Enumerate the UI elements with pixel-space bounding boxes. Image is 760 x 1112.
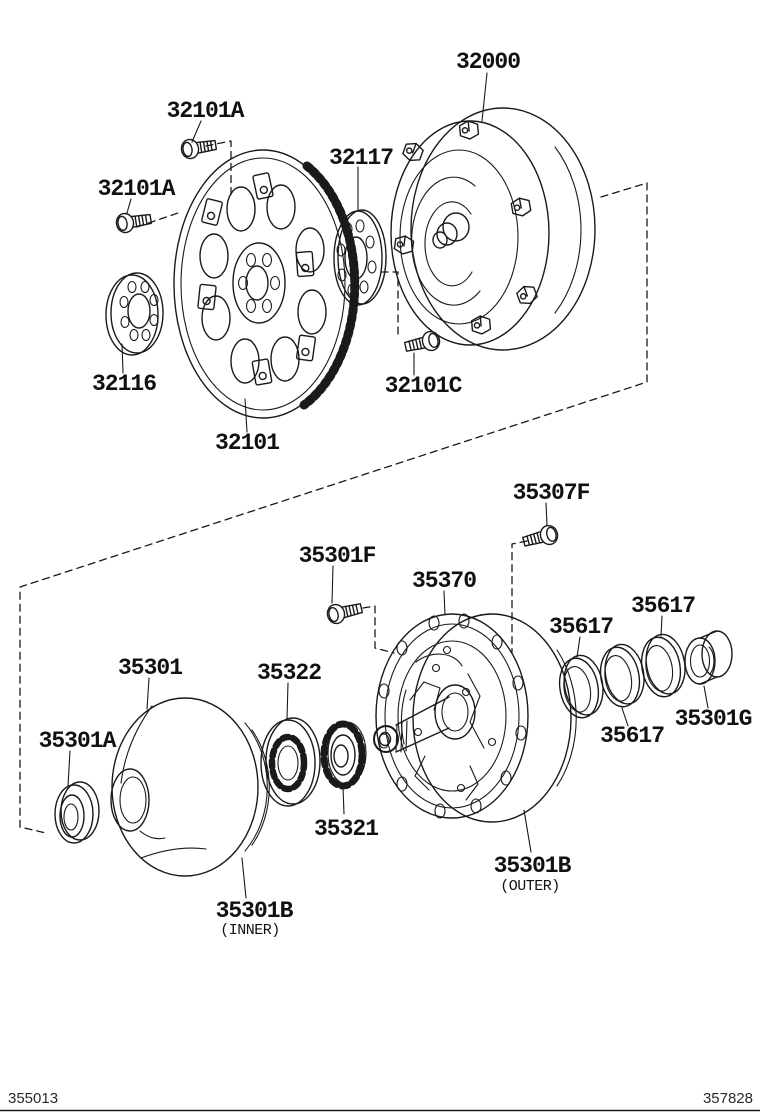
part-label-32101a-lower[interactable]: 32101A [98,176,177,202]
part-label-35617-right[interactable]: 35617 [631,593,696,619]
leader-line [481,72,488,122]
leader-line [660,615,663,637]
callout-35301g: 35301G [675,685,753,732]
drive-plate-tabs [197,172,317,386]
part-label-35321[interactable]: 35321 [314,816,379,842]
seal-ring-mid-drawing [599,643,645,708]
leader-line [703,685,709,709]
exploded-view-boundary [19,182,648,834]
part-label-35301g[interactable]: 35301G [675,706,753,732]
bolt-32101a-upper-drawing [179,134,232,197]
rotor-drawing [260,717,321,807]
callout-32101a-lower: 32101A [98,176,177,214]
leader-line [121,343,124,374]
leader-line [331,565,334,604]
leader-line [67,750,71,787]
bushing-drawing [684,630,733,685]
spacer-drawing [105,272,164,356]
footer-code-left: 355013 [8,1090,58,1107]
callout-35370: 35370 [412,568,477,616]
callout-35301a: 35301A [39,728,118,787]
leader-line [443,590,446,616]
part-label-35301f[interactable]: 35301F [299,543,377,569]
callout-35322: 35322 [257,660,322,720]
part-label-35617-left[interactable]: 35617 [549,614,614,640]
pump-bolt-holes [378,613,527,819]
ring-gear-drawing [333,209,387,306]
callout-35617-left: 35617 [549,614,614,658]
footer-code-right: 357828 [703,1090,753,1107]
part-label-35301b-inner[interactable]: 35301B [216,898,295,924]
oil-seal-drawing [54,781,100,844]
leader-line [241,857,247,899]
bolt-32101a-lower-drawing [114,208,182,235]
part-label-35301b-outer[interactable]: 35301B [494,853,573,879]
part-label-35370[interactable]: 35370 [412,568,477,594]
leader-line [146,677,150,710]
callout-32000: 32000 [456,49,521,122]
callout-35301f: 35301F [299,543,377,604]
leader-line [244,398,248,433]
leader-line [545,502,548,526]
callout-35307f: 35307F [513,480,591,526]
leader-line [126,198,132,214]
part-label-32101c[interactable]: 32101C [385,373,464,399]
part-label-35301[interactable]: 35301 [118,655,183,681]
part-qualifier-outer[interactable]: (OUTER) [500,878,560,895]
seal-ring-left-drawing [558,654,604,719]
callout-35301b-outer: 35301B (OUTER) [494,809,573,895]
leader-line [621,707,629,727]
leader-line [342,786,345,815]
pump-shaft [373,684,476,753]
callout-32101c: 32101C [385,352,464,399]
pump-body-drawing [373,613,577,823]
callout-35321: 35321 [314,786,379,842]
part-label-35322[interactable]: 35322 [257,660,322,686]
leader-line [576,636,581,658]
callout-32101a-upper: 32101A [167,98,246,143]
part-label-32101a-upper[interactable]: 32101A [167,98,246,124]
part-label-32000[interactable]: 32000 [456,49,521,75]
callout-32117: 32117 [329,145,394,212]
leader-line [286,682,289,720]
bolt-32101c-drawing [376,271,443,357]
leader-line [191,120,202,143]
bolt-35301f-drawing [324,598,395,654]
callout-35301: 35301 [118,655,183,710]
gear-drawing [320,720,367,790]
footer: 355013 357828 [0,1090,760,1112]
part-label-32116[interactable]: 32116 [92,371,157,397]
callout-35301b-inner: 35301B (INNER) [216,857,295,939]
callout-35617-mid: 35617 [600,707,665,749]
part-label-35301a[interactable]: 35301A [39,728,118,754]
callout-32116: 32116 [92,343,157,397]
bolt-35307f-drawing [511,522,561,653]
part-qualifier-inner[interactable]: (INNER) [220,922,280,939]
part-label-32101[interactable]: 32101 [215,430,280,456]
callout-35617-right: 35617 [631,593,696,637]
torque-converter-drawing [390,107,596,351]
pump-plate-passages [400,645,497,801]
seal-ring-right-drawing [640,633,686,698]
part-label-35617-mid[interactable]: 35617 [600,723,665,749]
pump-cover-drawing [110,697,270,877]
leader-line [523,809,532,853]
callout-32101: 32101 [215,398,280,456]
part-label-35307f[interactable]: 35307F [513,480,591,506]
part-label-32117[interactable]: 32117 [329,145,394,171]
drive-plate-drawing [173,149,360,419]
